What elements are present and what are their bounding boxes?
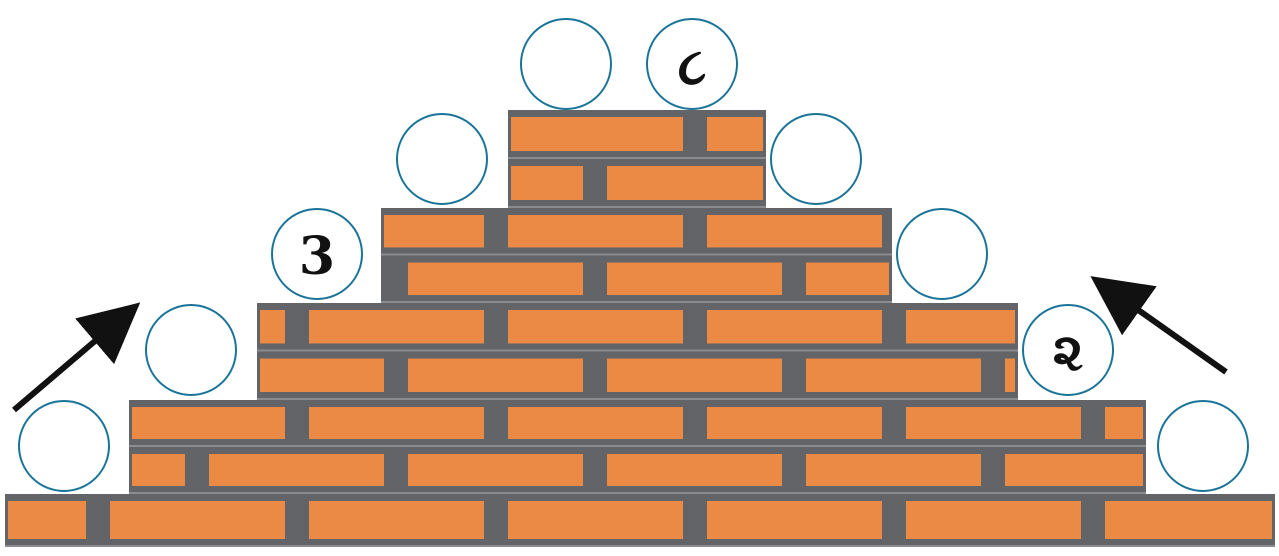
brick [408, 263, 583, 296]
brick [508, 215, 683, 248]
brick [906, 310, 1015, 344]
brick [707, 501, 882, 539]
circle-label-level4-right: ૨ [1053, 322, 1084, 383]
brick [906, 407, 1081, 439]
number-circle-level2-right[interactable] [771, 114, 861, 204]
brick [607, 454, 782, 486]
mortar-line [381, 301, 892, 303]
brick [508, 407, 683, 439]
brick [707, 407, 882, 439]
brick [806, 359, 981, 393]
brick [260, 310, 285, 344]
left-arrow [14, 318, 122, 410]
number-circle-level3-right[interactable] [897, 209, 987, 299]
brick [707, 117, 763, 151]
brick [707, 215, 882, 248]
right-arrow [1110, 290, 1226, 372]
brick [607, 263, 782, 296]
mortar-line [381, 254, 892, 256]
brick [8, 501, 86, 539]
mortar-line [129, 492, 1146, 494]
brick [309, 310, 484, 344]
brick [132, 454, 185, 486]
brick [132, 407, 285, 439]
brick [408, 454, 583, 486]
brick [1005, 359, 1015, 393]
brick [806, 263, 889, 296]
brick [1105, 407, 1143, 439]
brick [511, 117, 683, 151]
circle-label-level3-left: 3 [299, 226, 335, 287]
mortar-line [129, 445, 1146, 447]
brick [260, 359, 384, 393]
brick [384, 215, 484, 248]
circle-label-top-right: ૮ [678, 36, 707, 97]
brick [607, 359, 782, 393]
mortar-line [508, 157, 766, 159]
mortar-line [5, 545, 1275, 547]
number-circle-bottom-left[interactable] [19, 401, 109, 491]
brick [309, 501, 484, 539]
brick [110, 501, 285, 539]
mortar-line [257, 350, 1018, 352]
mortar-line [257, 398, 1018, 400]
brick [607, 166, 763, 200]
brick [209, 454, 384, 486]
number-circle-level4-left[interactable] [146, 305, 236, 395]
number-circle-top-left[interactable] [521, 19, 611, 109]
mortar-line [508, 206, 766, 208]
brick [806, 454, 981, 486]
brick [508, 310, 683, 344]
number-circle-bottom-right[interactable] [1158, 401, 1248, 491]
brick [511, 166, 583, 200]
brick [906, 501, 1081, 539]
brick [707, 310, 882, 344]
brick [1105, 501, 1272, 539]
brick [309, 407, 484, 439]
brick [508, 501, 683, 539]
brick [1005, 454, 1143, 486]
brick [408, 359, 583, 393]
number-circle-level2-left[interactable] [397, 114, 487, 204]
